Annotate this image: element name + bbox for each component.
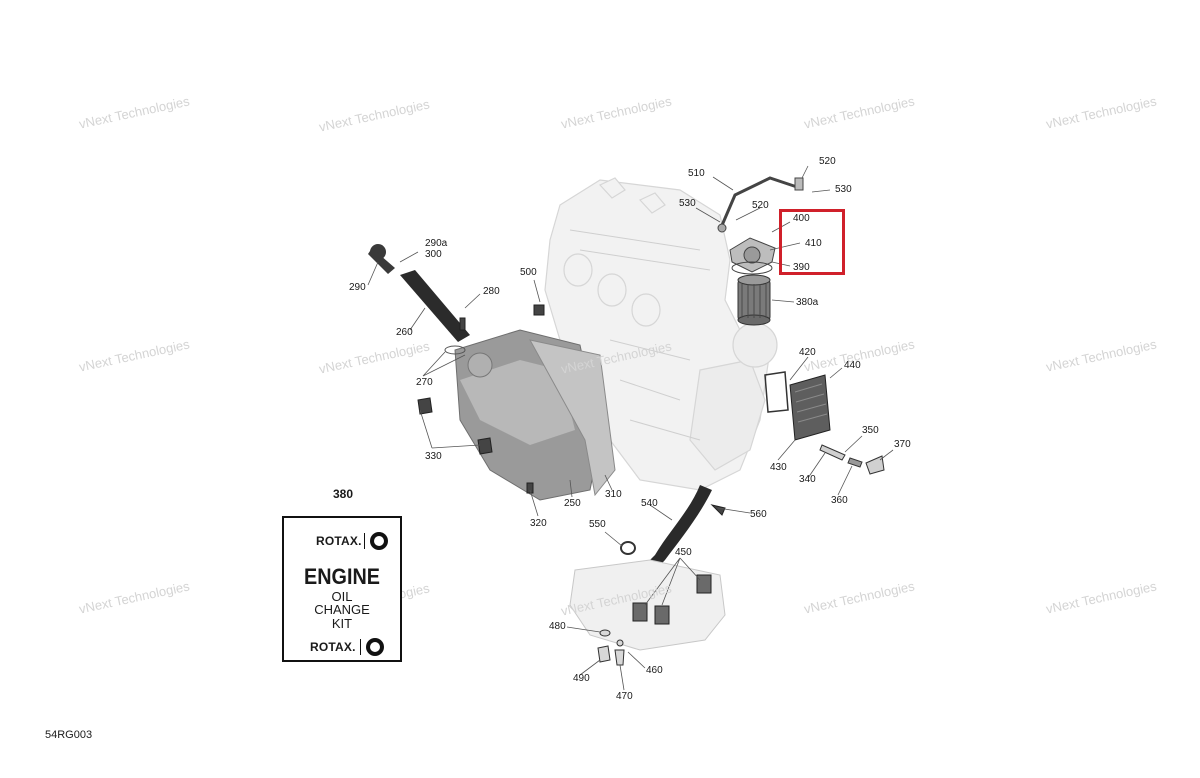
callout-520[interactable]: 520	[752, 200, 769, 211]
callout-420[interactable]: 420	[799, 347, 816, 358]
kit-line-oil: OIL	[331, 589, 353, 604]
drain-plug-parts	[597, 629, 625, 666]
rotax-wordmark: ROTAX.	[310, 640, 356, 654]
callout-510[interactable]: 510	[688, 168, 705, 179]
leader-lines	[367, 165, 894, 691]
callout-330[interactable]: 330	[425, 451, 442, 462]
cooler-fittings	[819, 444, 885, 475]
callout-480[interactable]: 480	[549, 621, 566, 632]
callout-260[interactable]: 260	[396, 327, 413, 338]
kit-line-change: CHANGE	[314, 602, 370, 617]
kit-brand-top: ROTAX.	[284, 532, 400, 552]
callout-430[interactable]: 430	[770, 462, 787, 473]
callout-550[interactable]: 550	[589, 519, 606, 530]
engine-block	[544, 177, 778, 491]
oil-tank	[454, 329, 616, 501]
oil-line	[718, 176, 801, 231]
callout-560[interactable]: 560	[750, 509, 767, 520]
brand-separator	[360, 639, 361, 655]
callout-530[interactable]: 530	[835, 184, 852, 195]
rotax-logo-icon	[370, 532, 388, 550]
oil-filter	[737, 274, 771, 326]
callout-290[interactable]: 290	[349, 282, 366, 293]
callout-490[interactable]: 490	[573, 673, 590, 684]
callout-530[interactable]: 530	[679, 198, 696, 209]
oil-hose	[640, 485, 712, 578]
oil-change-kit-box: ROTAX. ENGINE OIL CHANGE KIT ROTAX.	[282, 516, 402, 662]
callout-290a[interactable]: 290a	[425, 238, 448, 249]
callout-380a[interactable]: 380a	[796, 297, 819, 308]
callout-470[interactable]: 470	[616, 691, 633, 702]
kit-title: ENGINE	[304, 564, 380, 589]
brand-separator	[364, 533, 365, 549]
rotax-logo-icon	[366, 638, 384, 656]
callout-460[interactable]: 460	[646, 665, 663, 676]
callout-280[interactable]: 280	[483, 286, 500, 297]
callout-410[interactable]: 410	[805, 238, 822, 249]
callout-370[interactable]: 370	[894, 439, 911, 450]
callout-500[interactable]: 500	[520, 267, 537, 278]
rotax-wordmark: ROTAX.	[316, 534, 362, 548]
kit-brand-bottom: ROTAX.	[284, 638, 400, 658]
callout-310[interactable]: 310	[605, 489, 622, 500]
callout-320[interactable]: 320	[530, 518, 547, 529]
callout-520[interactable]: 520	[819, 156, 836, 167]
small-parts	[417, 304, 726, 516]
callout-360[interactable]: 360	[831, 495, 848, 506]
drawing-id: 54RG003	[45, 729, 93, 741]
callout-440[interactable]: 440	[844, 360, 861, 371]
callout-340[interactable]: 340	[799, 474, 816, 485]
kit-line-kit: KIT	[331, 616, 353, 631]
callout-400[interactable]: 400	[793, 213, 810, 224]
oil-filter-cover	[729, 237, 776, 275]
highlight-box	[779, 209, 845, 275]
callout-270[interactable]: 270	[416, 377, 433, 388]
kit-reference-number[interactable]: 380	[333, 487, 354, 501]
callout-450[interactable]: 450	[675, 547, 692, 558]
callout-390[interactable]: 390	[793, 262, 810, 273]
callout-300[interactable]: 300	[425, 249, 442, 260]
dipstick-tube	[368, 244, 470, 355]
engine-detail-lines	[569, 229, 711, 441]
oil-cooler	[764, 371, 831, 441]
callout-350[interactable]: 350	[862, 425, 879, 436]
callout-540[interactable]: 540	[641, 498, 658, 509]
lower-crankcase	[569, 559, 726, 651]
callout-250[interactable]: 250	[564, 498, 581, 509]
